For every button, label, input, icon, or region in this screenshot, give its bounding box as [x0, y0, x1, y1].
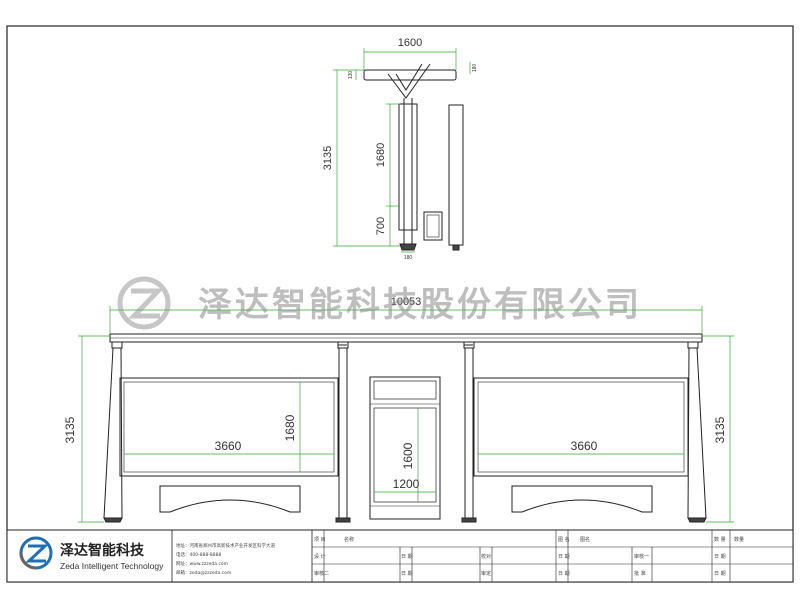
tb-r2-proofread-label: 校对: [481, 553, 491, 560]
tb-r1-qty-label: 数 量: [714, 536, 726, 543]
tb-r2-date-3: 日 期: [714, 554, 726, 560]
tb-r3-approve-label: 审定: [481, 570, 491, 577]
front-view-dimensions: [78, 306, 734, 523]
right-panel-width-label: 3660: [571, 439, 598, 453]
front-view: [103, 333, 707, 523]
tb-r3-date-1: 日 期: [401, 571, 413, 577]
cabinet-height-label: 1600: [401, 442, 415, 469]
dim-height-right-label: 3135: [713, 416, 727, 443]
center-cabinet: [369, 376, 441, 520]
front-view-dim-text: 10053 3135 3135 3660 1680 3660 1200 1600: [63, 296, 727, 491]
watermark: 泽达智能科技股份有限公司: [117, 276, 642, 330]
tb-r1-name-value: 名称: [344, 536, 354, 543]
side-view-dimensions: [333, 48, 471, 253]
dim-top-left-label: 130: [348, 71, 354, 80]
contact-line-3: 网址：www.zzzeda.com: [176, 560, 228, 567]
side-view: [363, 63, 464, 251]
right-ad-panel: [473, 377, 689, 477]
side-view-dim-text: 1600 3135 1680 700 130 180 180: [322, 37, 478, 261]
right-bench: [511, 485, 653, 513]
tb-r1-drawing-label: 图 名: [558, 536, 570, 543]
dim-top-right-label: 180: [472, 64, 478, 73]
tb-r1-project-label: 项 目: [314, 537, 326, 543]
tb-r3-review2-label: 审核二: [314, 570, 329, 577]
title-block: 泽达智能科技 Zeda Intelligent Technology 地址：河南…: [6, 529, 794, 583]
watermark-logo-icon: [117, 276, 171, 330]
logo-en-text: Zeda Intelligent Technology: [60, 561, 164, 571]
tb-r3-ratify-label: 批 准: [634, 570, 646, 577]
tb-r1-qty-value: 数量: [734, 536, 744, 543]
zeda-logo-icon: [19, 536, 53, 570]
contact-line-4: 邮箱：zeda@zzzeda.com: [176, 569, 231, 576]
dim-height-left-label: 3135: [63, 416, 77, 443]
left-panel-width-label: 3660: [215, 439, 242, 453]
logo-cn-text: 泽达智能科技: [60, 542, 145, 559]
dim-overall-height-label: 3135: [322, 146, 334, 170]
side-bin: [423, 211, 443, 241]
tb-r2-review1-label: 审核一: [634, 553, 649, 560]
dim-upper-label: 1680: [375, 143, 387, 167]
dim-width-label: 1600: [398, 37, 422, 49]
tb-r2-design-label: 设 计: [314, 553, 326, 560]
cabinet-width-label: 1200: [393, 477, 420, 491]
tb-r1-drawing-value: 图名: [580, 536, 590, 543]
dim-base-label: 180: [404, 255, 413, 261]
contact-line-1: 地址：河南省郑州市高新技术产业开发区科学大道: [176, 542, 275, 549]
left-panel-height-label: 1680: [283, 414, 297, 441]
watermark-company-name: 泽达智能科技股份有限公司: [198, 285, 642, 325]
tb-r3-date-2: 日 期: [558, 571, 570, 577]
tb-r2-date-1: 日 期: [401, 554, 413, 560]
side-top-arm: [363, 69, 457, 81]
dim-lower-label: 700: [375, 217, 387, 235]
dim-total-label: 10053: [391, 296, 422, 308]
side-bar: [448, 104, 464, 246]
contact-line-2: 电话：400-888-8888: [176, 551, 222, 558]
tb-r2-date-2: 日 期: [558, 554, 570, 560]
left-ad-panel: [119, 377, 339, 477]
tb-r3-date-3: 日 期: [714, 571, 726, 577]
left-bench: [159, 485, 301, 513]
